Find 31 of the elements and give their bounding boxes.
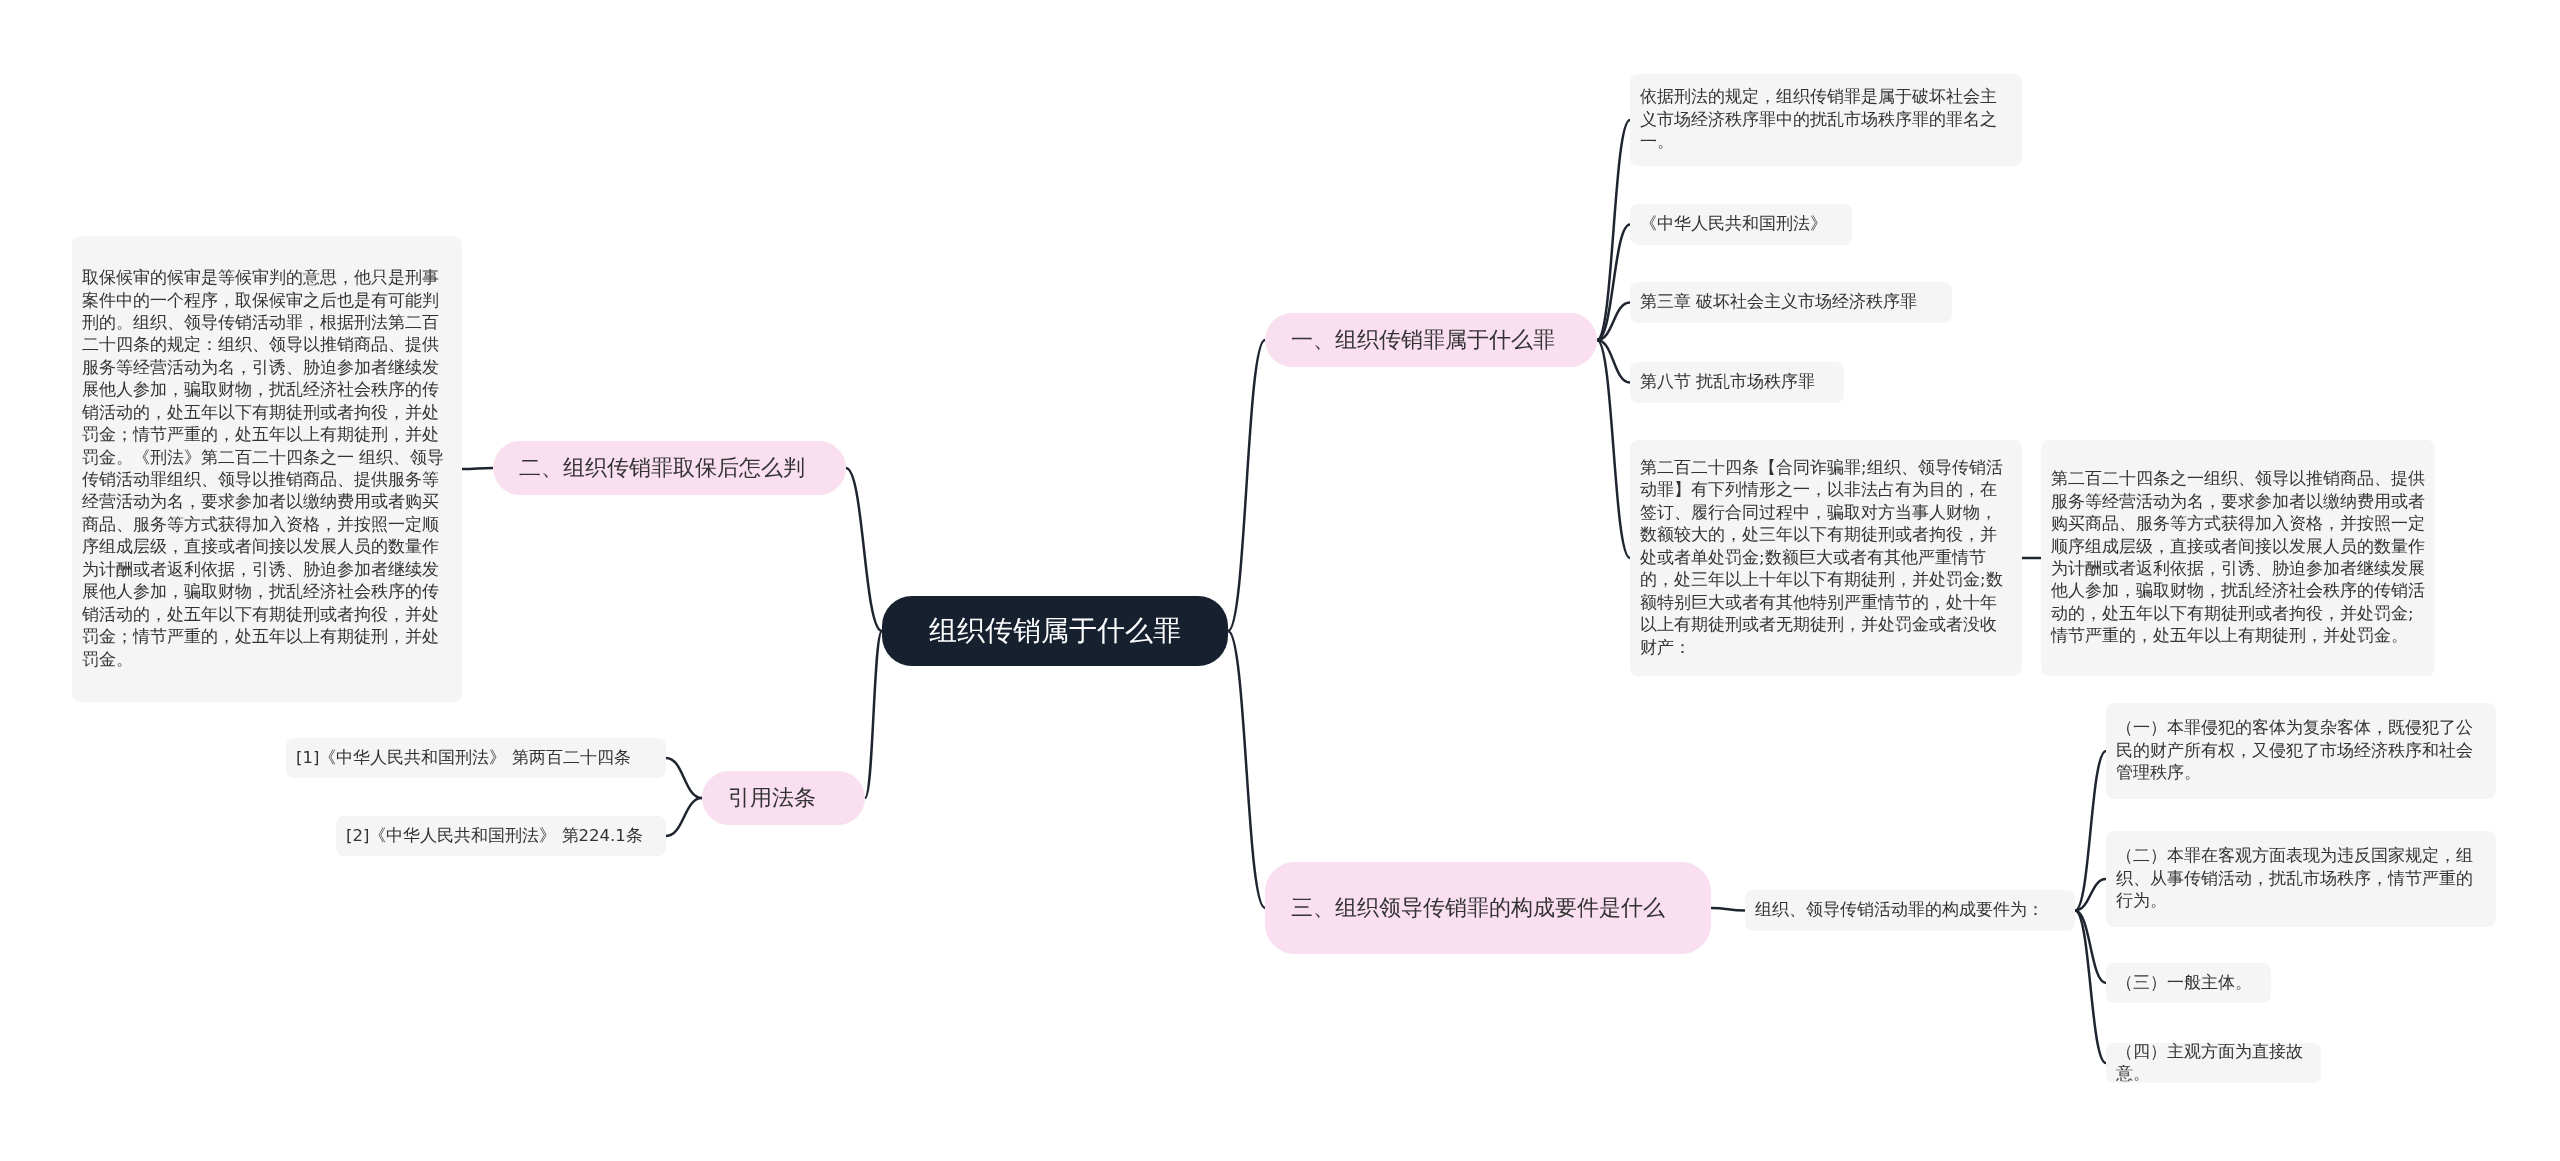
connector-line — [845, 467, 883, 632]
text-card: 《中华人民共和国刑法》 — [1630, 204, 1852, 245]
text-card: [1]《中华人民共和国刑法》 第两百二十四条 — [286, 738, 666, 778]
text-card: （三）一般主体。 — [2106, 963, 2271, 1003]
connector-line — [1227, 339, 1266, 632]
text-card: 组织、领导传销活动罪的构成要件为： — [1745, 890, 2075, 931]
connector-line — [1227, 630, 1266, 909]
topic-box: 引用法条 — [702, 771, 865, 825]
connector-line — [2074, 750, 2107, 912]
text-card: （二）本罪在客观方面表现为违反国家规定，组织、从事传销活动，扰乱市场秩序，情节严重的行为。 — [2106, 831, 2496, 927]
text-card: 依据刑法的规定，组织传销罪是属于破坏社会主义市场经济秩序罪中的扰乱市场秩序罪的罪名之一。 — [1630, 74, 2022, 166]
text-card: （一）本罪侵犯的客体为复杂客体，既侵犯了公民的财产所有权，又侵犯了市场经济秩序和社会管理秩序。 — [2106, 703, 2496, 799]
text-card: [2]《中华人民共和国刑法》 第224.1条 — [336, 816, 666, 856]
topic-box: 二、组织传销罪取保后怎么判 — [493, 441, 846, 495]
text-card: 取保候审的候审是等候审判的意思，他只是刑事案件中的一个程序，取保候审之后也是有可能判刑的。组织、领导传销活动罪，根据刑法第二百二十四条的规定：组织、领导以推销商品、提供服务等经营活动为名，引诱、胁迫参加者继续发展他人参加，骗取财物，扰乱经济社会秩序的传销活动的，处五年以下有期徒刑或者拘役，并处罚金；情节严重的，处五年以上有期徒刑，并处罚金。《刑法》第二百二十四条之一 组织、领导传销活动罪组织、领导以推销商品、提供服务等经营活动为名，要求参加者以缴纳费用或者购买商品、服务等方式获得加入资格，并按照一定顺序组成层级，直接或者间接以发展人员的数量作为计酬或者返利依据，引诱、胁迫参加者继续发展他人参加，骗取财物，扰乱经济社会秩序的传销活动的，处五年以下有期徒刑或者拘役，并处罚金；情节严重的，处五年以上有期徒刑，并处罚金。 — [72, 236, 462, 702]
connector-line — [1596, 339, 1631, 559]
connector-line — [665, 796, 703, 838]
connector-line — [2022, 556, 2041, 560]
text-card: 第二百二十四条【合同诈骗罪;组织、领导传销活动罪】有下列情形之一，以非法占有为目的，在签订、履行合同过程中，骗取对方当事人财物，数额较大的，处三年以下有期徒刑或者拘役，并处或者单处罚金;数额巨大或者有其他严重情节的，处三年以上十年以下有期徒刑，并处罚金;数额特别巨大或者有其他特别严重情节的，处十年以上有期徒刑或者无期徒刑，并处罚金或者没收财产： — [1630, 440, 2022, 676]
connector-line — [863, 630, 884, 799]
central-topic: 组织传销属于什么罪 — [882, 596, 1228, 666]
text-card: 第二百二十四条之一组织、领导以推销商品、提供服务等经营活动为名，要求参加者以缴纳费用或者购买商品、服务等方式获得加入资格，并按照一定顺序组成层级，直接或者间接以发展人员的数量作为计酬或者返利依据，引诱、胁迫参加者继续发展他人参加，骗取财物，扰乱经济社会秩序的传销活动的，处五年以下有期徒刑或者拘役，并处罚金;情节严重的，处五年以上有期徒刑，并处罚金。 — [2041, 440, 2435, 676]
connector-line — [1711, 906, 1745, 912]
text-card: 第三章 破坏社会主义市场经济秩序罪 — [1630, 282, 1952, 323]
text-card: （四）主观方面为直接故意。 — [2106, 1043, 2321, 1083]
topic-box: 一、组织传销罪属于什么罪 — [1265, 313, 1597, 367]
topic-box: 三、组织领导传销罪的构成要件是什么 — [1265, 862, 1711, 954]
connector-line — [2074, 909, 2107, 1064]
connector-line — [462, 466, 493, 471]
connector-line — [665, 756, 703, 800]
text-card: 第八节 扰乱市场秩序罪 — [1630, 362, 1844, 403]
